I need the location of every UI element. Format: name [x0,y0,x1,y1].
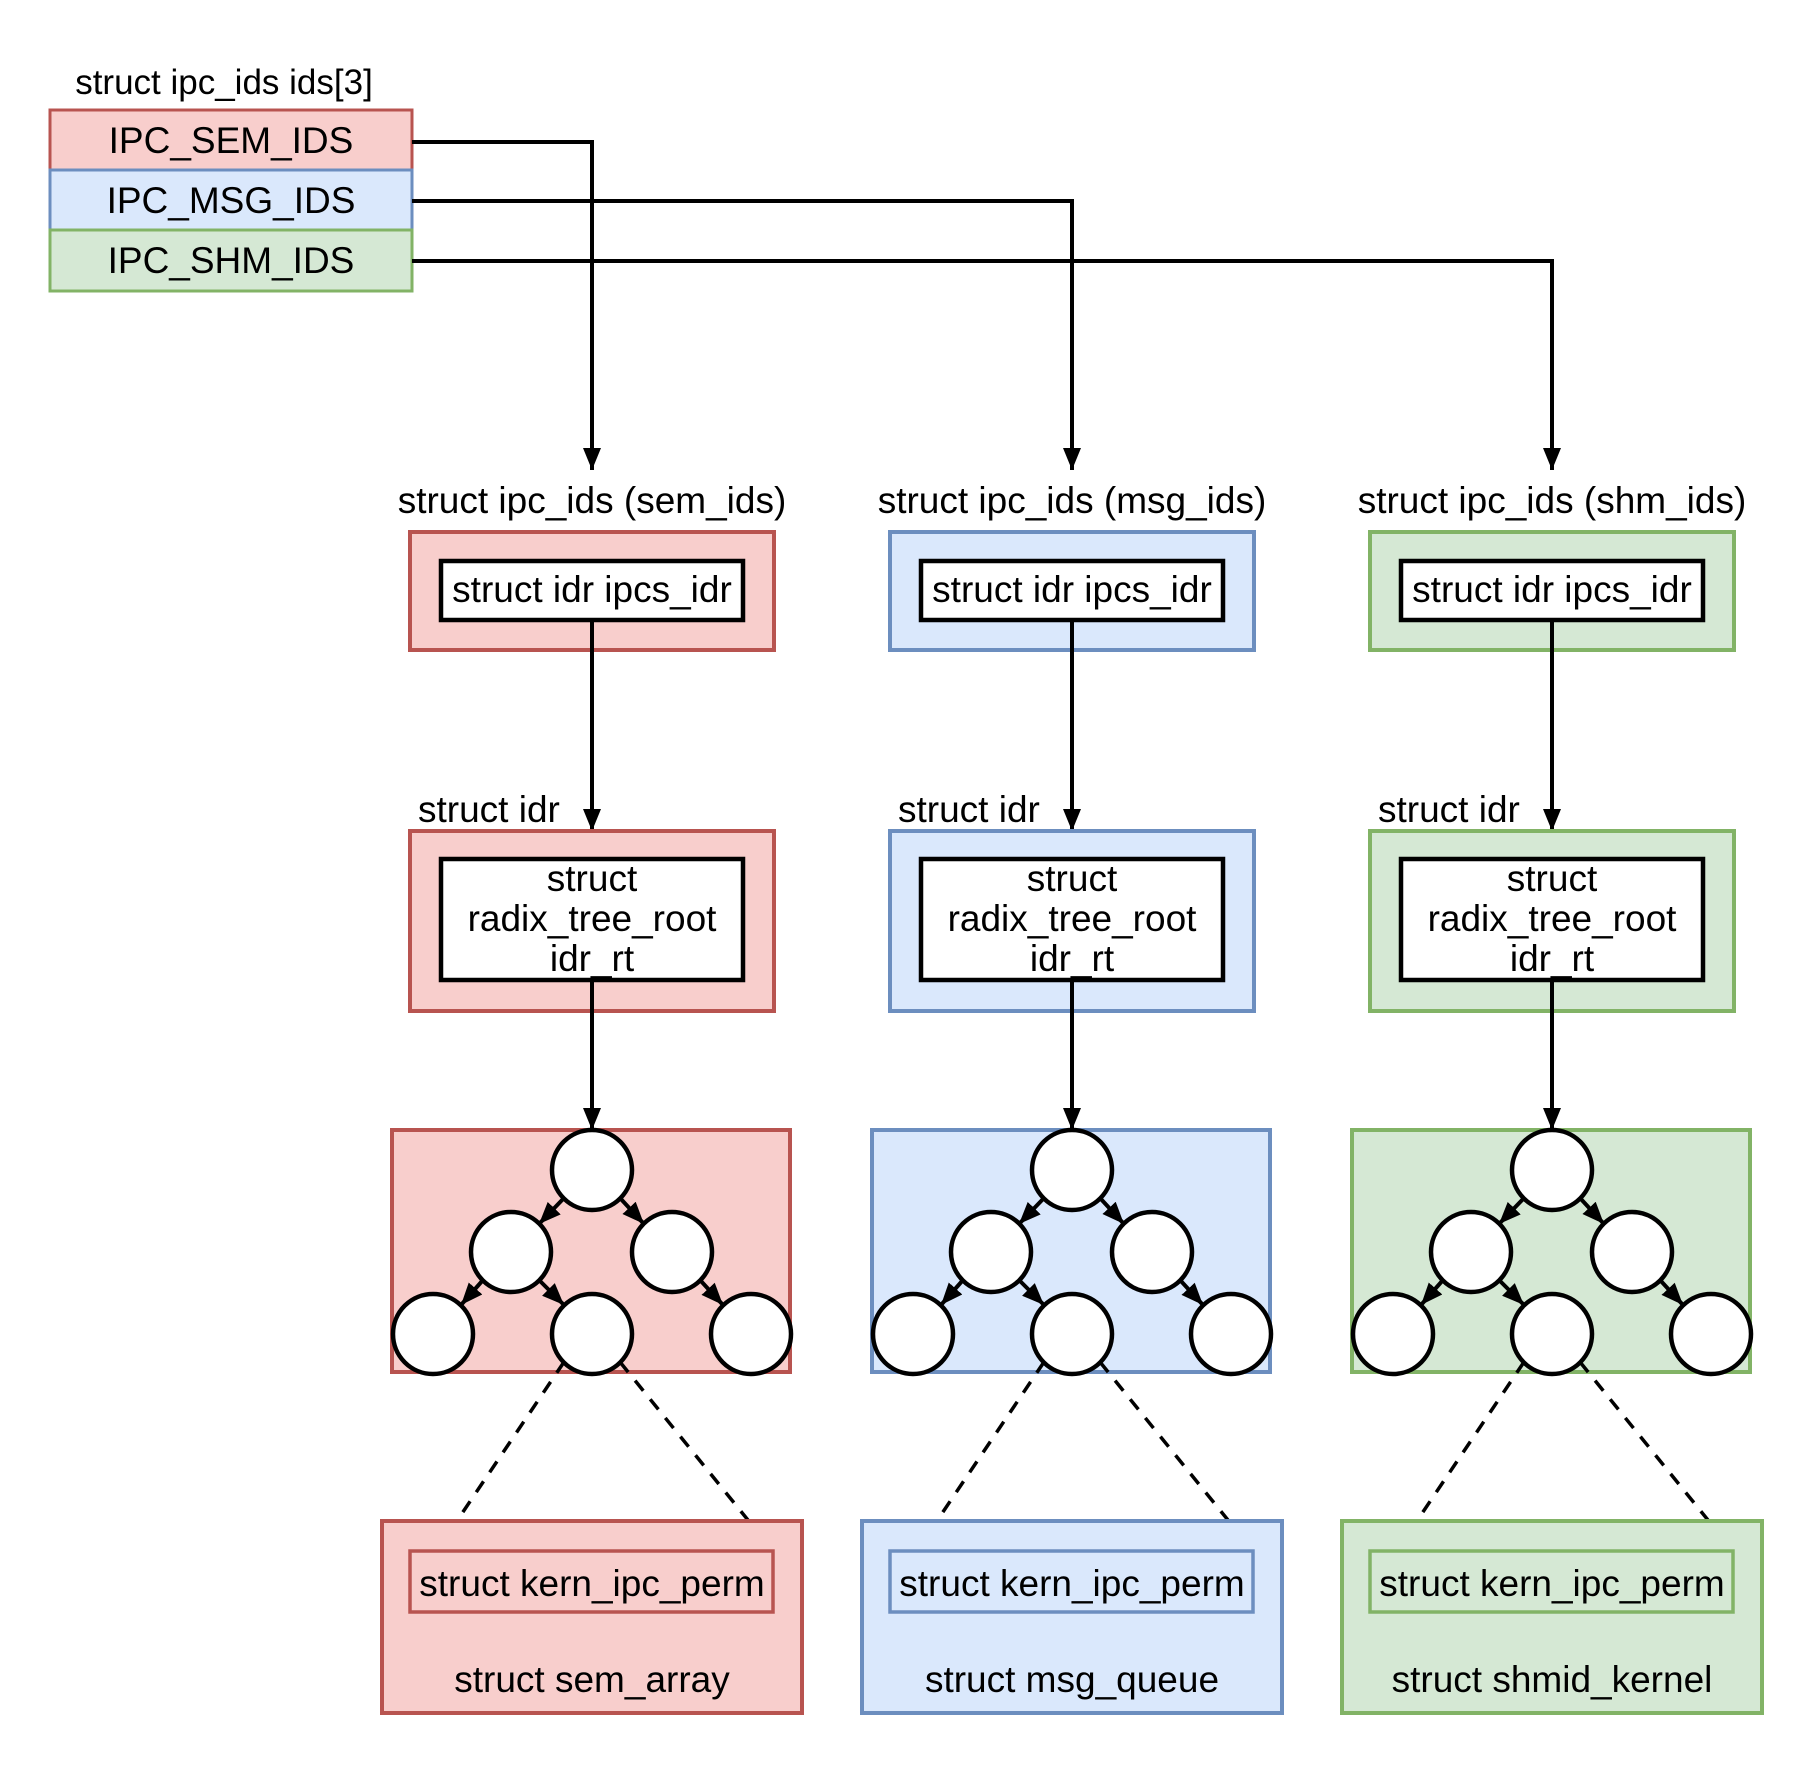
sem-tree-edge-arrow [618,1196,646,1226]
msg-radix-line3: idr_rt [1030,938,1115,979]
sem-radix-line2: radix_tree_root [468,898,718,939]
msg-tree-edge-arrow [1178,1278,1205,1307]
msg-radix-tree-root-box [918,856,1226,983]
shm-tree-edge-arrow [1658,1278,1685,1307]
sem-kern-ipc-perm-label: struct kern_ipc_perm [419,1563,764,1604]
sem-array-connector-arrow [412,140,601,470]
msg-idr-label: struct idr [898,789,1040,830]
sem-column-header: struct ipc_ids (sem_ids) [398,480,787,521]
sem-tree-root-node [549,1127,635,1213]
msg-struct-label: struct msg_queue [925,1659,1219,1700]
msg-column-header: struct ipc_ids (msg_ids) [878,480,1267,521]
msg-tree-leaf-right-node [1188,1291,1274,1377]
sem-kern-ipc-perm-box [408,1549,775,1614]
msg-tree-edge-arrow [939,1278,965,1307]
ids-array-row-shm-label: IPC_SHM_IDS [108,240,355,281]
sem-ipcs-idr-label: struct idr ipcs_idr [452,569,732,610]
shm-tree-root-node [1509,1127,1595,1213]
msg-tree-mid-left-node [948,1209,1034,1295]
sem-tree-leaf-center-node [549,1291,635,1377]
shm-radix-line3: idr_rt [1510,938,1595,979]
shm-tree-mid-right-node [1589,1209,1675,1295]
shm-kern-ipc-perm-label: struct kern_ipc_perm [1379,1563,1724,1604]
shm-tree-leaf-left-node [1350,1291,1436,1377]
ids-array-title: struct ipc_ids ids[3] [75,63,373,102]
shm-column: struct ipc_ids (shm_ids) struct idr ipcs… [1340,480,1764,1715]
msg-radix-line1: struct [1027,858,1118,899]
shm-kern-ipc-perm-box [1368,1549,1735,1614]
shm-radix-line2: radix_tree_root [1428,898,1678,939]
sem-idr-label: struct idr [418,789,560,830]
msg-ipcs-idr-box [918,558,1226,623]
shm-tree-edge-arrow [1497,1278,1526,1307]
sem-tree-leaf-right-node [708,1291,794,1377]
sem-tree-mid-left-node [468,1209,554,1295]
msg-kern-ipc-perm-box [888,1549,1255,1614]
msg-array-connector-arrow [412,199,1081,470]
sem-radix-line3: idr_rt [550,938,635,979]
sem-tree-edge-arrow [537,1278,566,1307]
sem-dashed-link-left [438,1361,566,1547]
ids-array-row-sem-label: IPC_SEM_IDS [109,120,354,161]
ids-array-row-sem [48,108,414,172]
shm-tree-edge-arrow [1419,1278,1445,1307]
msg-dashed-link-left [918,1361,1046,1547]
msg-dashed-link-right [1098,1360,1251,1548]
ids-array-row-msg-label: IPC_MSG_IDS [107,180,356,221]
shm-idr-label: struct idr [1378,789,1520,830]
shm-tree-leaf-right-node [1668,1291,1754,1377]
shm-radix-tree-root-box [1398,856,1706,983]
shm-tree-leaf-center-node [1509,1291,1595,1377]
shm-array-connector-arrow [412,259,1561,470]
sem-tree-edge-arrow [698,1278,725,1307]
sem-dashed-link-right [618,1360,771,1548]
msg-column: struct ipc_ids (msg_ids) struct idr ipcs… [860,480,1284,1715]
msg-tree-edge-arrow [1017,1196,1046,1226]
sem-tree-edge-arrow [459,1278,485,1307]
shm-ipcs-idr-label: struct idr ipcs_idr [1412,569,1692,610]
shm-radix-line1: struct [1507,858,1598,899]
msg-tree-leaf-left-node [870,1291,956,1377]
msg-radix-line2: radix_tree_root [948,898,1198,939]
sem-column: struct ipc_ids (sem_ids) struct idr ipcs… [380,480,804,1715]
shm-column-header: struct ipc_ids (shm_ids) [1358,480,1747,521]
shm-tree-edge-arrow [1497,1196,1526,1226]
shm-tree-edge-arrow [1578,1196,1606,1226]
shm-tree-mid-left-node [1428,1209,1514,1295]
sem-radix-line1: struct [547,858,638,899]
shm-struct-label: struct shmid_kernel [1392,1659,1713,1700]
sem-tree-mid-right-node [629,1209,715,1295]
shm-dashed-link-left [1398,1361,1526,1547]
msg-ipcs-idr-label: struct idr ipcs_idr [932,569,1212,610]
sem-radix-tree-root-box [438,856,746,983]
shm-dashed-link-right [1578,1360,1731,1548]
sem-tree-leaf-left-node [390,1291,476,1377]
msg-tree-root-node [1029,1127,1115,1213]
msg-tree-leaf-center-node [1029,1291,1115,1377]
msg-kern-ipc-perm-label: struct kern_ipc_perm [899,1563,1244,1604]
sem-tree-edge-arrow [537,1196,566,1226]
msg-tree-edge-arrow [1098,1196,1126,1226]
ids-array-stack: struct ipc_ids ids[3] IPC_SEM_IDS IPC_MS… [48,63,414,293]
ids-array-row-shm [48,228,414,293]
ids-array-row-msg [48,168,414,232]
msg-tree-edge-arrow [1017,1278,1046,1307]
msg-tree-mid-right-node [1109,1209,1195,1295]
sem-struct-label: struct sem_array [454,1659,730,1700]
